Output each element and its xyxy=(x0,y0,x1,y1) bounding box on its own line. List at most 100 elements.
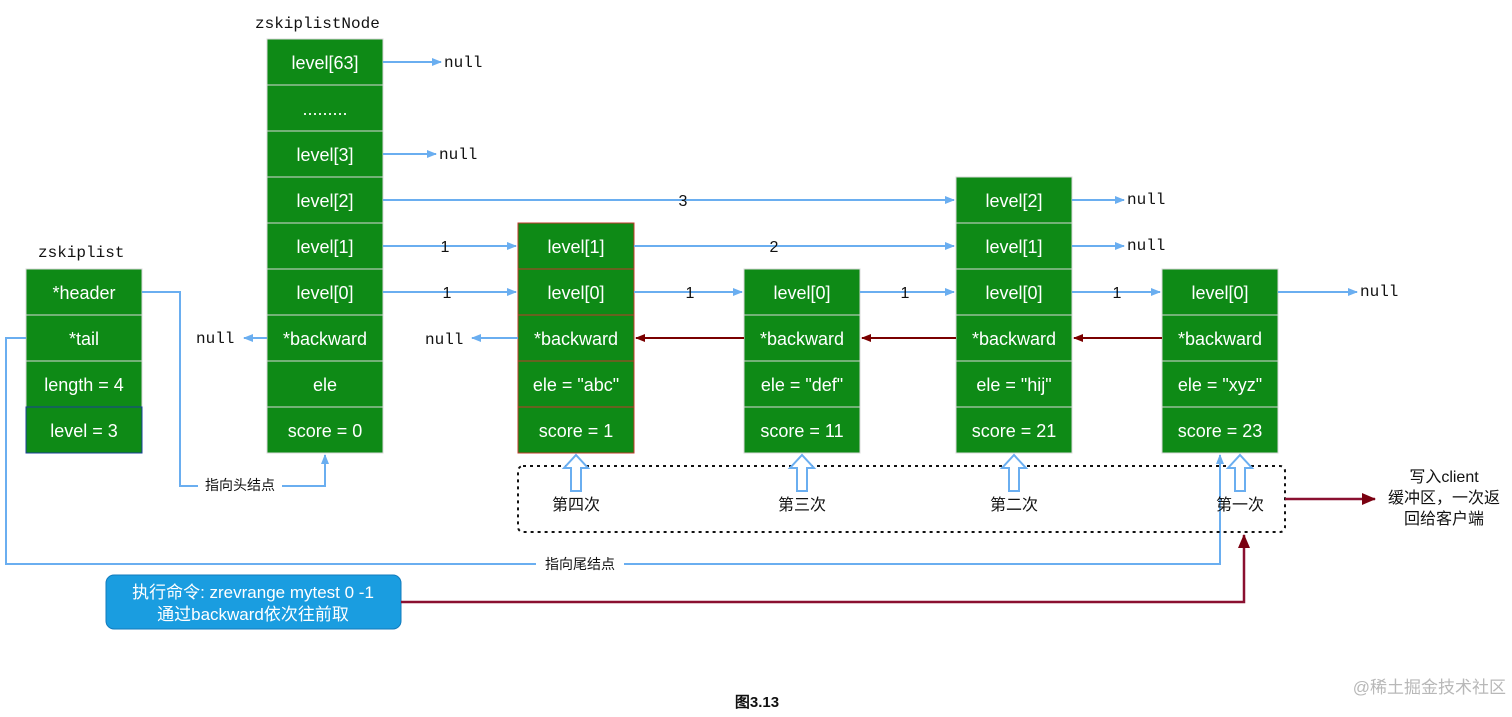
svg-text:score = 21: score = 21 xyxy=(972,421,1057,441)
zskiplistnode-title: zskiplistNode xyxy=(255,15,380,33)
svg-text:*backward: *backward xyxy=(534,329,618,349)
svg-text:level[3]: level[3] xyxy=(296,145,353,165)
svg-text:level[0]: level[0] xyxy=(985,283,1042,303)
hij-ele: ele = "hij" xyxy=(955,360,1073,408)
header-ele: ele xyxy=(266,360,384,408)
node-abc: level[1] level[0] *backward ele = "abc" … xyxy=(517,222,635,454)
command-text: 执行命令: zrevrange mytest 0 -1 xyxy=(132,583,374,602)
command-arrow xyxy=(401,534,1250,604)
header-ellipsis: ......... xyxy=(266,84,384,132)
null-label: null xyxy=(439,146,477,164)
header-pointer-arrow xyxy=(142,291,329,487)
header-pointer-label-bg xyxy=(198,475,282,495)
hij-backward: *backward xyxy=(955,314,1073,362)
def-backward: *backward xyxy=(743,314,861,362)
watermark: @稀土掘金技术社区 xyxy=(1353,678,1506,697)
abc-level0: level[0] xyxy=(517,268,635,316)
svg-text:level[1]: level[1] xyxy=(547,237,604,257)
node-hij: level[2] level[1] level[0] *backward ele… xyxy=(955,176,1073,454)
svg-text:level[0]: level[0] xyxy=(296,283,353,303)
svg-text:level[2]: level[2] xyxy=(985,191,1042,211)
command-desc: 通过backward依次往前取 xyxy=(157,605,349,624)
svg-text:level[1]: level[1] xyxy=(985,237,1042,257)
svg-text:ele: ele xyxy=(313,375,337,395)
abc-ele: ele = "abc" xyxy=(517,360,635,408)
client-text-line2: 缓冲区，一次返 xyxy=(1388,489,1500,507)
xyz-level0: level[0] xyxy=(1161,268,1279,316)
up-arrow-icon xyxy=(561,453,591,492)
svg-text:ele = "def": ele = "def" xyxy=(761,375,843,395)
svg-text:level[0]: level[0] xyxy=(1191,283,1248,303)
node-xyz: level[0] *backward ele = "xyz" score = 2… xyxy=(1161,268,1279,454)
zskiplist-length-cell: length = 4 xyxy=(25,360,143,408)
order-label-1: 第一次 xyxy=(1216,496,1264,514)
header-level3: level[3] xyxy=(266,130,384,178)
svg-text:.........: ......... xyxy=(302,99,347,119)
zskiplist-struct: *header *tail length = 4 level = 3 xyxy=(25,268,143,454)
span-label: 1 xyxy=(443,285,452,302)
up-arrow-icon xyxy=(1225,453,1255,492)
svg-text:*tail: *tail xyxy=(69,329,99,349)
span-label: 3 xyxy=(679,193,688,210)
null-label: null xyxy=(196,330,234,348)
svg-text:score = 1: score = 1 xyxy=(539,421,614,441)
client-text-line1: 写入client xyxy=(1409,469,1479,486)
svg-text:*backward: *backward xyxy=(1178,329,1262,349)
header-backward: *backward xyxy=(266,314,384,362)
svg-text:*backward: *backward xyxy=(760,329,844,349)
node-def: level[0] *backward ele = "def" score = 1… xyxy=(743,268,861,454)
svg-text:ele = "abc": ele = "abc" xyxy=(533,375,619,395)
up-arrow-icon xyxy=(999,453,1029,492)
null-label: null xyxy=(1360,283,1398,301)
span-label: 1 xyxy=(901,285,910,302)
svg-text:score = 0: score = 0 xyxy=(288,421,363,441)
traversal-box xyxy=(517,465,1286,533)
order-label-3: 第三次 xyxy=(778,496,826,514)
svg-text:level[0]: level[0] xyxy=(547,283,604,303)
svg-text:length = 4: length = 4 xyxy=(44,375,124,395)
svg-text:*header: *header xyxy=(52,283,115,303)
null-label: null xyxy=(444,54,482,72)
up-arrow-icon xyxy=(787,453,817,492)
order-label-4: 第四次 xyxy=(552,496,600,514)
header-level2: level[2] xyxy=(266,176,384,224)
svg-text:level[0]: level[0] xyxy=(773,283,830,303)
svg-text:*backward: *backward xyxy=(972,329,1056,349)
span-label: 1 xyxy=(441,239,450,256)
svg-text:*backward: *backward xyxy=(283,329,367,349)
order-label-2: 第二次 xyxy=(990,496,1038,514)
abc-backward: *backward xyxy=(517,314,635,362)
zskiplist-title: zskiplist xyxy=(38,244,124,262)
hij-level0: level[0] xyxy=(955,268,1073,316)
zskiplist-tail-cell: *tail xyxy=(25,314,143,362)
header-pointer-label: 指向头结点 xyxy=(205,477,275,493)
def-ele: ele = "def" xyxy=(743,360,861,408)
span-label: 1 xyxy=(1113,285,1122,302)
svg-text:level[63]: level[63] xyxy=(291,53,358,73)
def-score: score = 11 xyxy=(743,406,861,454)
svg-text:ele = "hij": ele = "hij" xyxy=(976,375,1051,395)
zskiplist-header-cell: *header xyxy=(25,268,143,316)
svg-text:score = 23: score = 23 xyxy=(1178,421,1263,441)
xyz-backward: *backward xyxy=(1161,314,1279,362)
tail-pointer-arrow xyxy=(5,337,1224,565)
hij-level2: level[2] xyxy=(955,176,1073,224)
client-text-line3: 回给客户端 xyxy=(1404,510,1484,528)
abc-score: score = 1 xyxy=(517,406,635,454)
null-label: null xyxy=(1127,237,1165,255)
span-label: 1 xyxy=(686,285,695,302)
span-label: 2 xyxy=(770,239,779,256)
null-label: null xyxy=(425,331,463,349)
tail-pointer-label-bg xyxy=(536,554,624,574)
abc-level1: level[1] xyxy=(517,222,635,270)
svg-text:ele = "xyz": ele = "xyz" xyxy=(1178,375,1262,395)
header-level0: level[0] xyxy=(266,268,384,316)
svg-text:level[2]: level[2] xyxy=(296,191,353,211)
zskiplist-level-cell: level = 3 xyxy=(25,406,143,454)
figure-caption: 图3.13 xyxy=(735,694,779,711)
hij-level1: level[1] xyxy=(955,222,1073,270)
xyz-ele: ele = "xyz" xyxy=(1161,360,1279,408)
header-level63: level[63] xyxy=(266,38,384,86)
header-score: score = 0 xyxy=(266,406,384,454)
